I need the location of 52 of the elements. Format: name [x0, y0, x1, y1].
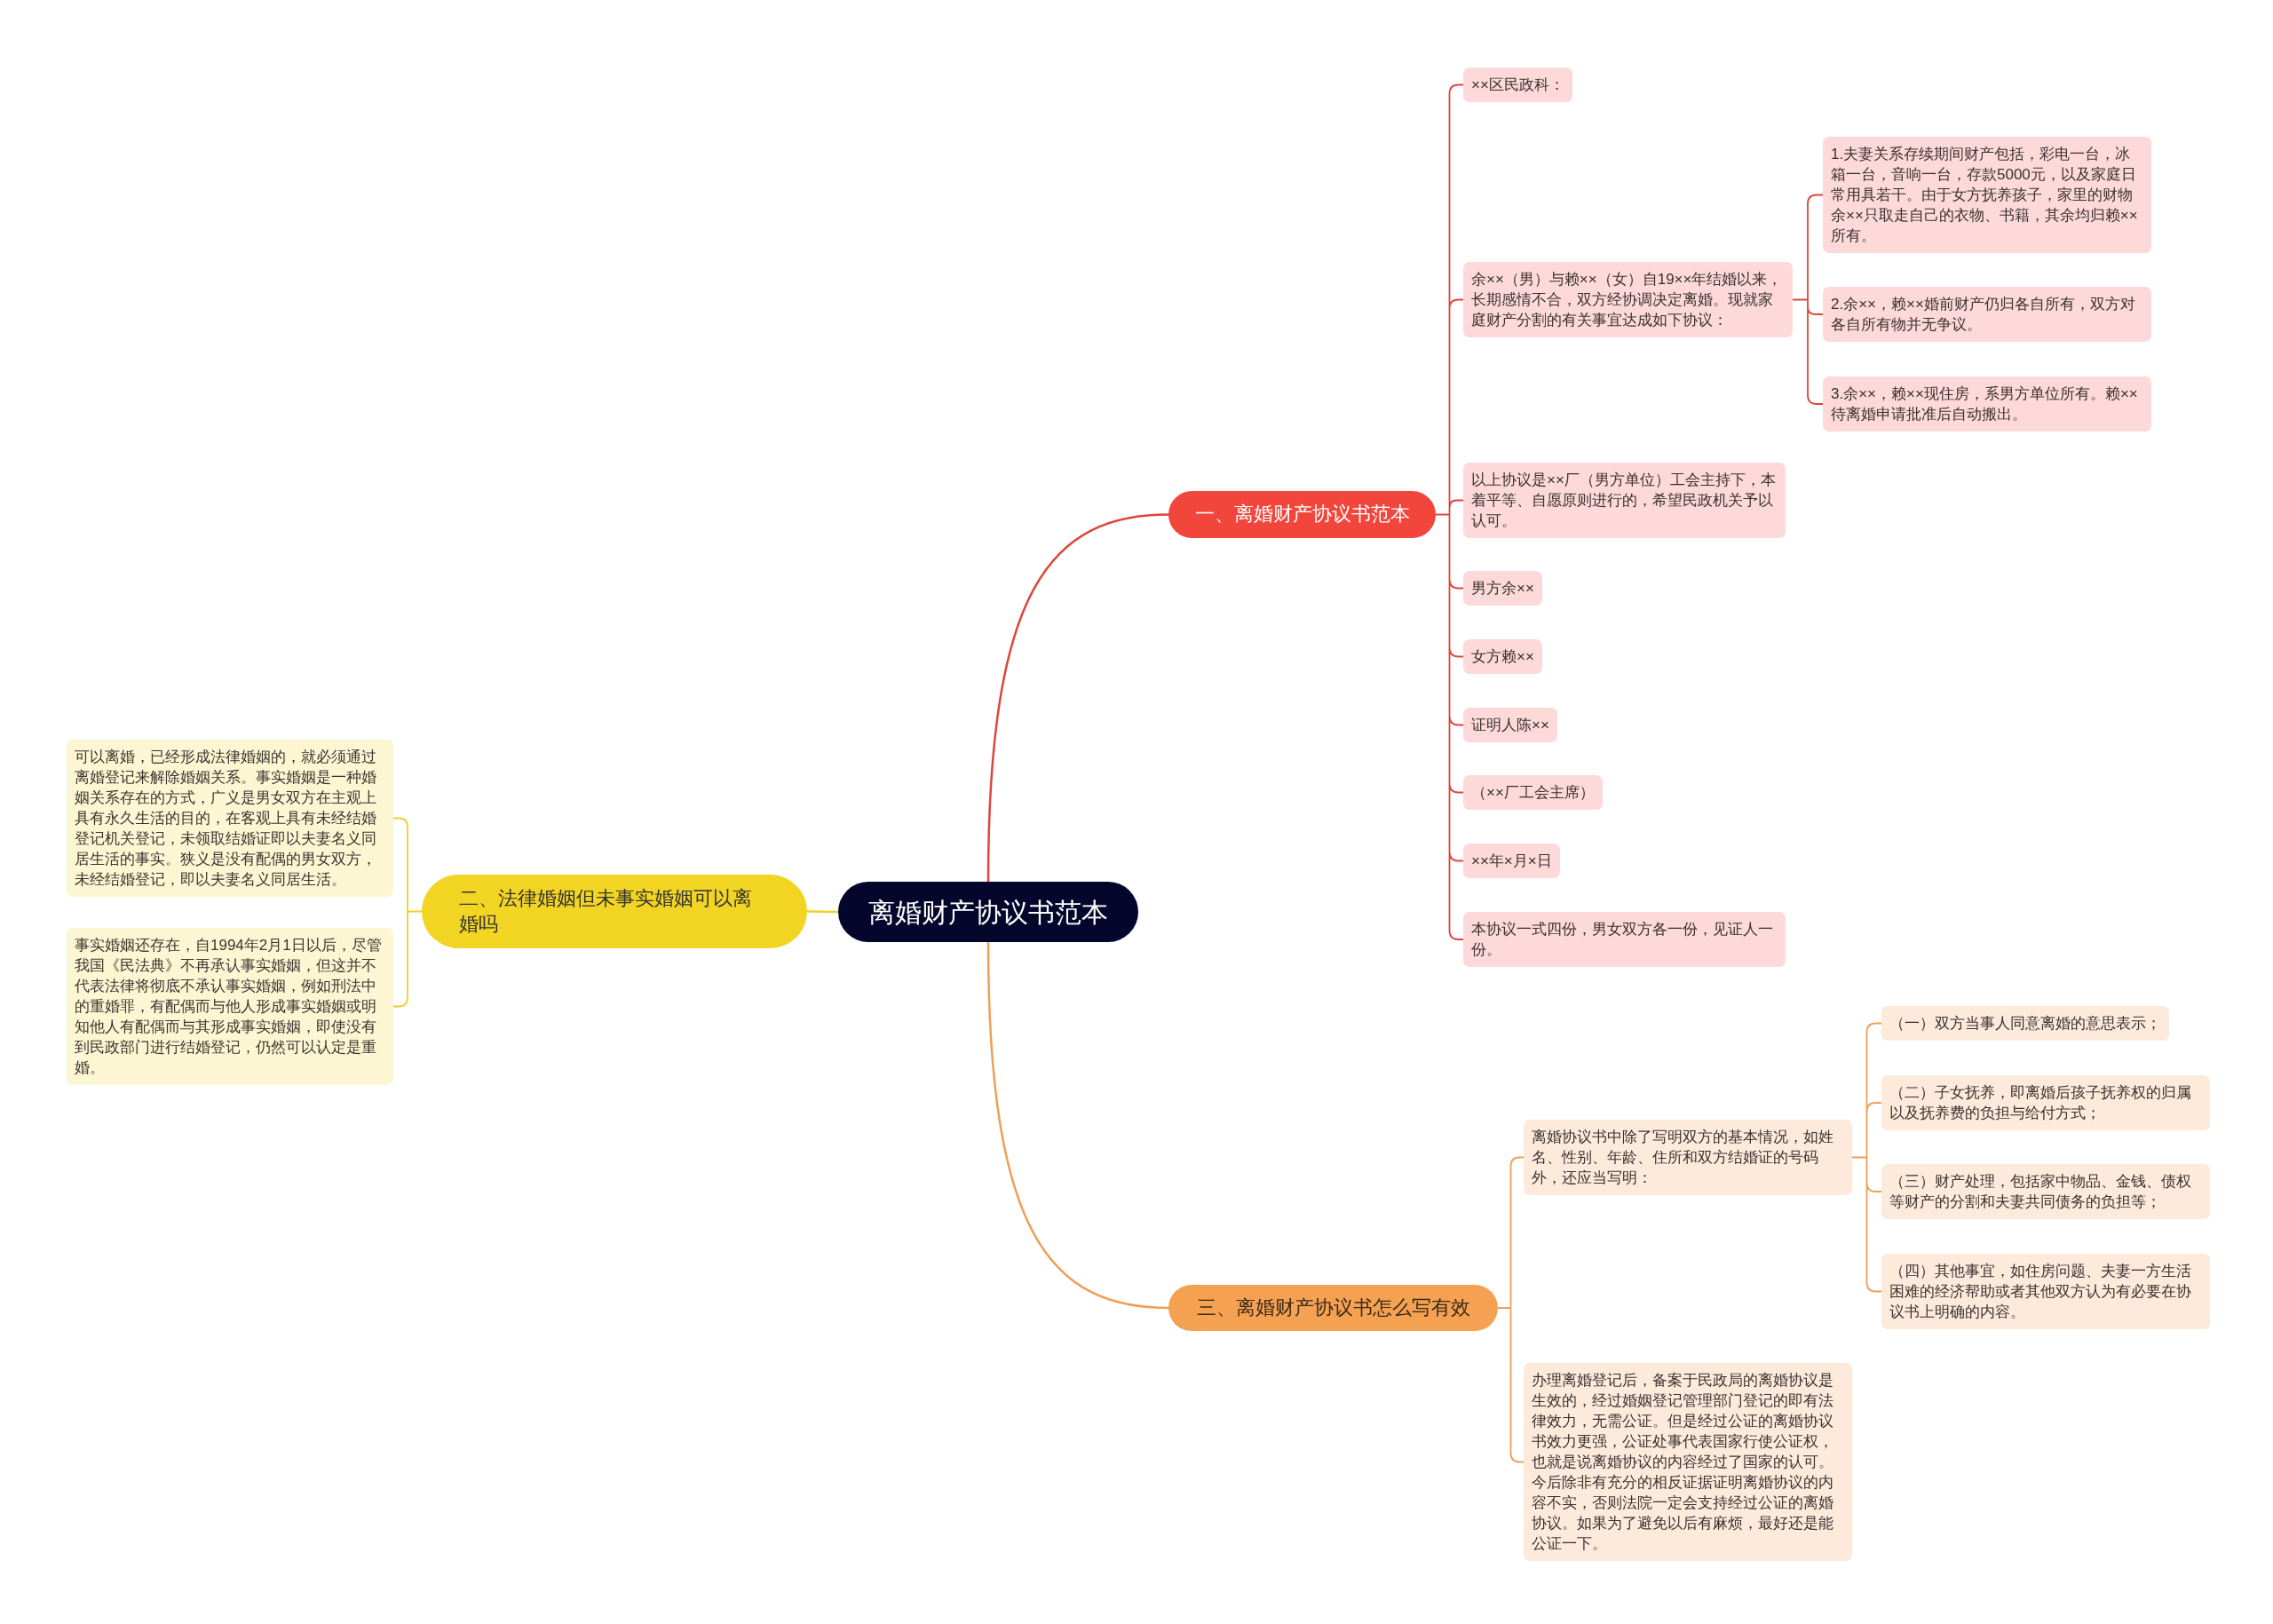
topic-text: 男方余××	[1471, 579, 1534, 598]
topic-text: 2.余××，赖××婚前财产仍归各自所有，双方对各自所有物并无争议。	[1831, 295, 2136, 335]
connector-line	[1435, 83, 1464, 940]
subtopic-card	[1463, 262, 1793, 337]
subtopic-card	[1823, 137, 2151, 253]
topic-text: 余××（男）与赖××（女）自19××年结婚以来，长期感情不合，双方经协调决定离婚。现就家庭财产分割的有关事宜达成如下协议：	[1471, 270, 1784, 330]
subtopic-card	[1463, 639, 1542, 674]
subtopic-card	[1463, 775, 1603, 810]
topic-text: （××厂工会主席）	[1471, 783, 1595, 803]
connector-line	[805, 910, 840, 914]
topic-text: ××区民政科：	[1471, 75, 1564, 95]
connector-line	[1497, 1156, 1525, 1463]
topic-text: （二）子女抚养，即离婚后孩子抚养权的归属以及抚养费的负担与给付方式；	[1889, 1083, 2192, 1123]
connector-line	[1792, 194, 1824, 405]
topic-text: （四）其他事宜，如住房问题、夫妻一方生活困难的经济帮助或者其他双方认为有必要在协议书上明确的内容。	[1889, 1262, 2192, 1322]
subtopic-card	[67, 740, 393, 897]
connector-line	[986, 940, 1170, 1310]
connector-line	[986, 513, 1170, 883]
topic-text: 女方赖××	[1471, 647, 1534, 667]
subtopic-card	[1823, 287, 2151, 342]
subtopic-card	[1463, 912, 1786, 967]
branch-topic-pill	[1168, 491, 1436, 538]
subtopic-card	[1823, 376, 2151, 432]
subtopic-card	[1881, 1254, 2210, 1329]
subtopic-card	[1463, 844, 1560, 878]
topic-text: 离婚协议书中除了写明双方的基本情况，如姓名、性别、年龄、住所和双方结婚证的号码外，还应当写明：	[1532, 1128, 1834, 1188]
topic-text: 三、离婚财产协议书怎么写有效	[1196, 1295, 1470, 1320]
topic-text: 1.夫妻关系存续期间财产包括，彩电一台，冰箱一台，音响一台，存款5000元，以及家庭日常用具若干。由于女方抚养孩子，家里的财物余××只取走自己的衣物、书籍，其余均归赖××所有。	[1831, 145, 2139, 246]
subtopic-card	[1463, 463, 1786, 538]
subtopic-card	[1524, 1120, 1852, 1195]
topic-text: 证明人陈××	[1471, 716, 1549, 735]
topic-text: ××年×月×日	[1471, 852, 1552, 871]
topic-text: 办理离婚登记后，备案于民政局的离婚协议是生效的，经过婚姻登记管理部门登记的即有法律效力，无需公证。但是经过公证的离婚协议书效力更强，公证处事代表国家行使公证权，也就是说离婚协议的内容经过了国家的认可。今后除非有充分的相反证据证明离婚协议的内容不实，否则法院一定会支持经过公证的离婚协议。如果为了避免以后有麻烦，最好还是能公证一下。	[1532, 1371, 1834, 1554]
subtopic-card	[1881, 1164, 2210, 1219]
subtopic-card	[1463, 708, 1557, 742]
connector-line	[392, 817, 423, 1008]
topic-text: 二、法律婚姻但未事实婚姻可以离婚吗	[459, 885, 753, 937]
connector-line	[1851, 1022, 1882, 1293]
topic-text: 本协议一式四份，男女双方各一份，见证人一份。	[1471, 920, 1774, 960]
topic-text: 3.余××，赖××现住房，系男方单位所有。赖××待离婚申请批准后自动搬出。	[1831, 384, 2139, 424]
topic-text: 以上协议是××厂（男方单位）工会主持下，本着平等、自愿原则进行的，希望民政机关予以认可。	[1471, 471, 1777, 531]
topic-text: 事实婚姻还存在，自1994年2月1日以后，尽管我国《民法典》不再承认事实婚姻，但这并不代表法律将彻底不承认事实婚姻，例如刑法中的重婚罪，有配偶而与他人形成事实婚姻或明知他人有配偶而与其形成事实婚姻，即使没有到民政部门进行结婚登记，仍然可以认定是重婚。	[75, 936, 383, 1078]
subtopic-card	[1463, 67, 1572, 102]
topic-text: 离婚财产协议书范本	[868, 896, 1108, 929]
subtopic-card	[1463, 571, 1542, 606]
topic-text: 可以离婚，已经形成法律婚姻的，就必须通过离婚登记来解除婚姻关系。事实婚姻是一种婚姻关系存在的方式，广义是男女双方在主观上具有永久生活的目的，在客观上具有未经结婚登记机关登记，未领取结婚证即以夫妻名义同居生活的事实。狭义是没有配偶的男女双方，未经结婚登记，即以夫妻名义同居生活。	[75, 748, 377, 890]
branch-topic-pill	[1168, 1285, 1498, 1331]
topic-text: （一）双方当事人同意离婚的意思表示；	[1889, 1014, 2161, 1034]
topic-text: 一、离婚财产协议书范本	[1194, 502, 1410, 527]
subtopic-card	[1881, 1075, 2210, 1130]
subtopic-card	[1881, 1006, 2169, 1041]
topic-text: （三）财产处理，包括家中物品、金钱、债权等财产的分割和夫妻共同债务的负担等；	[1889, 1172, 2192, 1212]
